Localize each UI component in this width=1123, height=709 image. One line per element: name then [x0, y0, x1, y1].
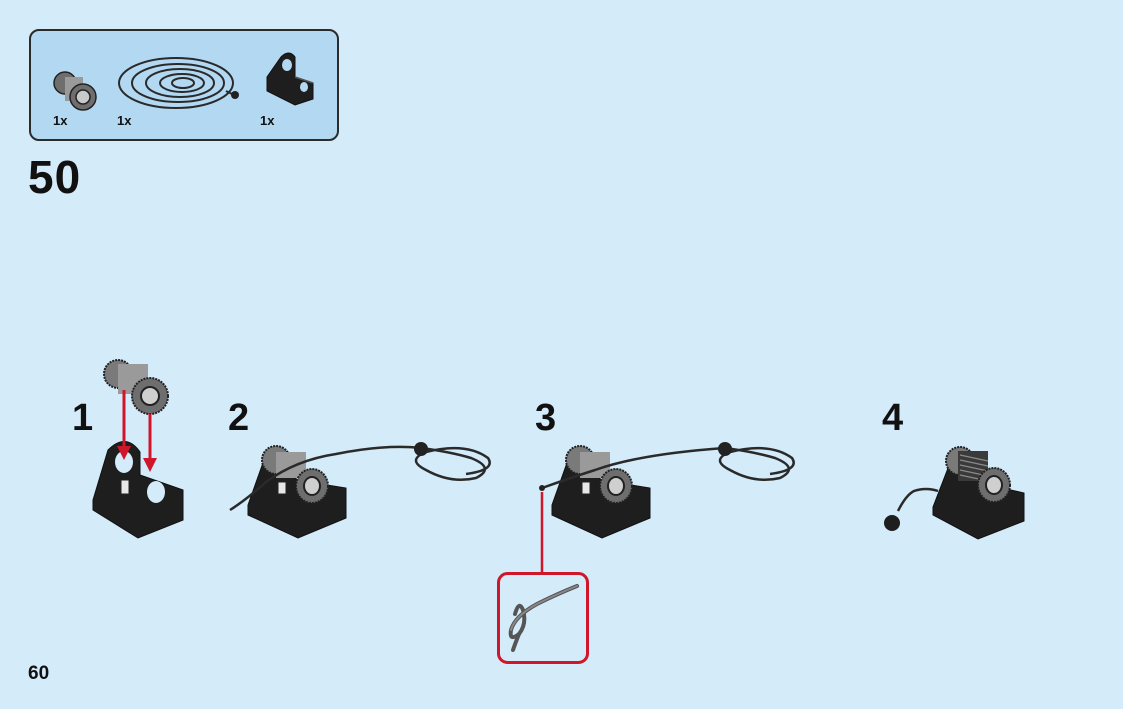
axle-bracket-icon — [266, 52, 314, 106]
substep-4-illustration — [884, 446, 1025, 540]
part-quantity: 1x — [117, 113, 132, 128]
substep-2-illustration — [229, 442, 491, 539]
substep-label: 2 — [228, 397, 250, 439]
part-quantity: 1x — [260, 113, 275, 128]
page-number: 60 — [28, 663, 50, 684]
part-quantity: 1x — [53, 113, 68, 128]
winch-drum-icon — [53, 71, 97, 111]
substep-label: 4 — [882, 397, 904, 439]
substep-label: 3 — [535, 397, 557, 439]
parts-list-box: 1x 1x 1x — [29, 29, 339, 141]
substep-label: 1 — [72, 397, 94, 439]
string-coil-icon — [118, 57, 239, 109]
substep-3-illustration — [539, 442, 795, 574]
knot-callout — [497, 572, 589, 664]
substep-1-illustration — [92, 359, 184, 539]
step-number: 50 — [28, 151, 82, 203]
